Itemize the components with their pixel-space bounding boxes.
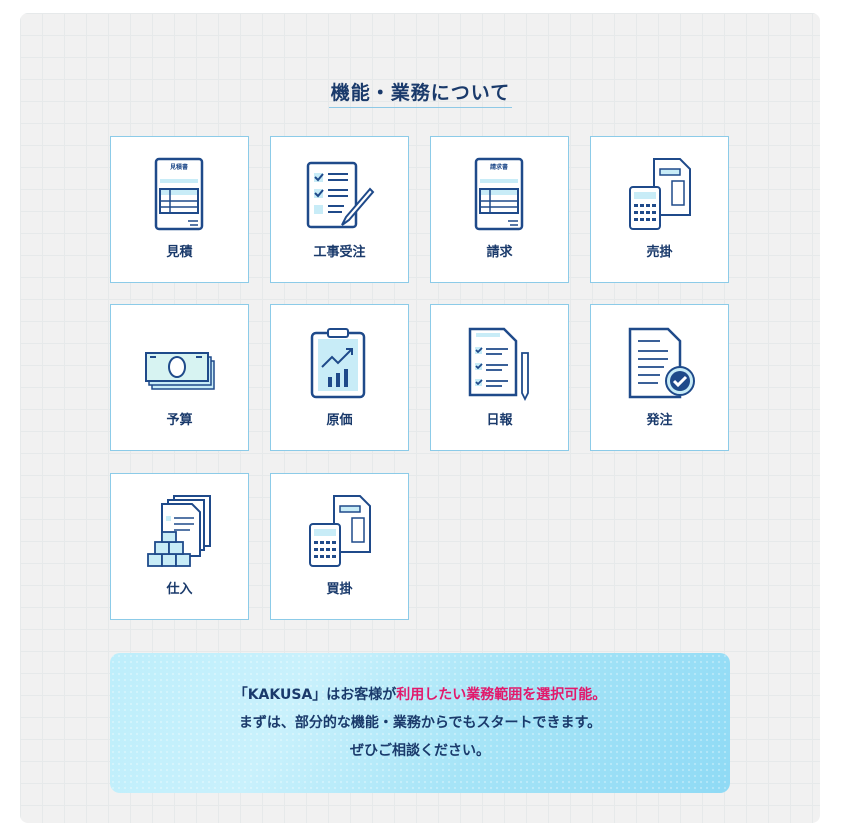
feature-card-4[interactable]: 売掛 xyxy=(590,136,729,283)
order-check-icon xyxy=(628,327,695,399)
feature-label: 原価 xyxy=(326,413,353,428)
svg-text:見積書: 見積書 xyxy=(169,163,188,171)
feature-card-6[interactable]: 原価 xyxy=(270,304,409,451)
feature-label: 請求 xyxy=(486,245,513,260)
feature-label: 発注 xyxy=(646,413,673,428)
feature-card-1[interactable]: 見積書見積 xyxy=(110,136,249,283)
checklist-pencil-icon xyxy=(306,161,375,229)
info-banner: 「KAKUSA」はお客様が利用したい業務範囲を選択可能。 まずは、部分的な機能・… xyxy=(110,653,730,793)
feature-label: 見積 xyxy=(166,245,193,260)
feature-card-10[interactable]: 買掛 xyxy=(270,473,409,620)
clipboard-chart-icon xyxy=(310,328,366,399)
calculator-documents-icon xyxy=(629,158,691,230)
invoice-document-icon: 請求書 xyxy=(474,157,524,231)
feature-label: 予算 xyxy=(166,413,193,428)
banner-highlight: 利用したい業務範囲を選択可能。 xyxy=(396,687,607,703)
daily-report-icon xyxy=(468,327,529,401)
documents-boxes-icon xyxy=(147,495,211,567)
feature-label: 仕入 xyxy=(166,582,193,597)
banner-line-3: ぜひご相談ください。 xyxy=(350,743,490,759)
feature-label: 買掛 xyxy=(326,582,353,597)
feature-label: 工事受注 xyxy=(313,245,366,260)
banner-line-1: 「KAKUSA」はお客様が利用したい業務範囲を選択可能。 xyxy=(233,687,607,703)
calculator-documents-icon xyxy=(309,495,371,567)
feature-card-3[interactable]: 請求書請求 xyxy=(430,136,569,283)
feature-card-9[interactable]: 仕入 xyxy=(110,473,249,620)
feature-card-5[interactable]: 予算 xyxy=(110,304,249,451)
section-title: 機能・業務について xyxy=(0,78,841,108)
svg-text:請求書: 請求書 xyxy=(490,163,508,171)
banner-line-2: まずは、部分的な機能・業務からでもスタートできます。 xyxy=(238,715,602,731)
feature-label: 日報 xyxy=(486,413,513,428)
money-stack-icon xyxy=(145,352,215,390)
feature-label: 売掛 xyxy=(646,245,673,260)
estimate-document-icon: 見積書 xyxy=(154,157,204,231)
feature-card-2[interactable]: 工事受注 xyxy=(270,136,409,283)
feature-card-7[interactable]: 日報 xyxy=(430,304,569,451)
feature-card-8[interactable]: 発注 xyxy=(590,304,729,451)
